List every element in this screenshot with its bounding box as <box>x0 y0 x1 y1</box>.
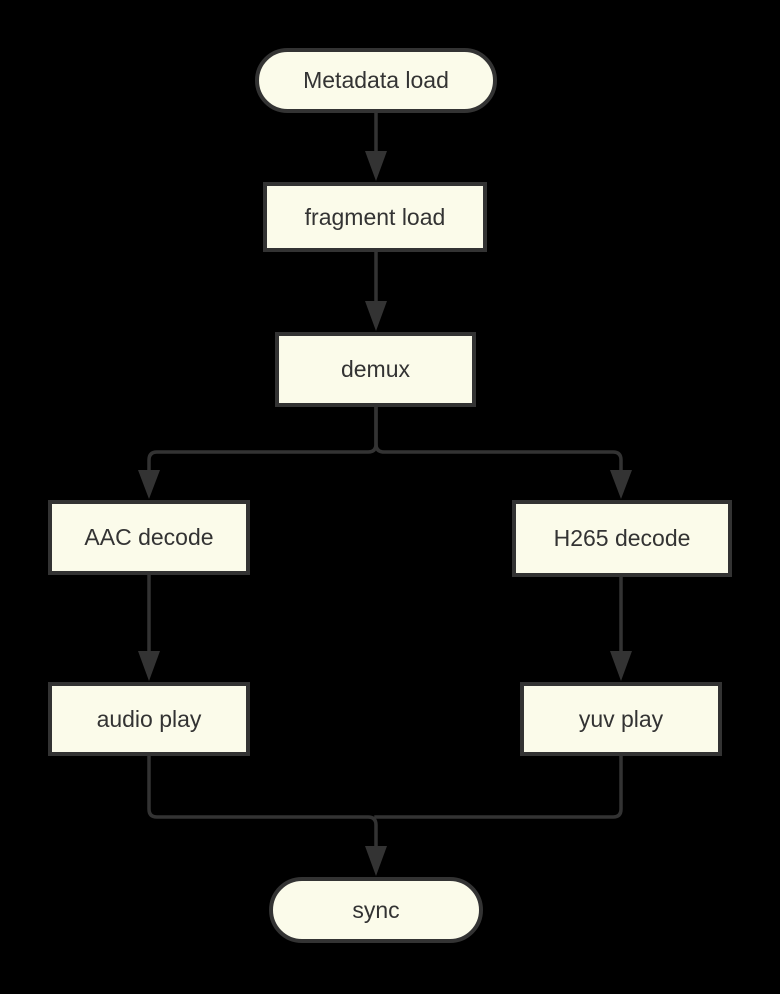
node-label: sync <box>352 896 400 923</box>
node-label: Metadata load <box>303 67 449 93</box>
node-demux: demux <box>275 332 476 407</box>
edge-metadata-to-fragment <box>365 111 387 181</box>
arrowhead-icon <box>365 151 387 181</box>
edge-audio-to-sync <box>147 754 387 876</box>
arrowhead-icon <box>138 651 160 681</box>
node-yuv-play: yuv play <box>520 682 722 756</box>
node-fragment-load: fragment load <box>263 182 487 252</box>
arrowhead-icon <box>365 846 387 876</box>
node-label: fragment load <box>304 203 446 230</box>
arrowhead-icon <box>365 301 387 331</box>
node-h265-decode: H265 decode <box>512 500 732 577</box>
node-sync: sync <box>269 877 483 943</box>
node-aac-decode: AAC decode <box>48 500 250 575</box>
edge-demux-to-h265 <box>374 405 632 499</box>
edge-yuv-to-sync <box>374 754 623 819</box>
node-label: demux <box>340 356 411 382</box>
node-metadata-load: Metadata load <box>255 48 497 113</box>
node-label: AAC decode <box>84 524 214 550</box>
node-label: H265 decode <box>553 525 691 551</box>
node-label: yuv play <box>578 705 664 732</box>
node-label: audio play <box>96 705 202 732</box>
edge-demux-to-aac <box>138 405 378 499</box>
edge-aac-to-audio <box>138 573 160 681</box>
arrowhead-icon <box>610 651 632 681</box>
edge-fragment-to-demux <box>365 250 387 331</box>
arrowhead-icon <box>138 470 160 499</box>
edge-h265-to-yuv <box>610 575 632 681</box>
node-audio-play: audio play <box>48 682 250 756</box>
arrowhead-icon <box>610 470 632 499</box>
